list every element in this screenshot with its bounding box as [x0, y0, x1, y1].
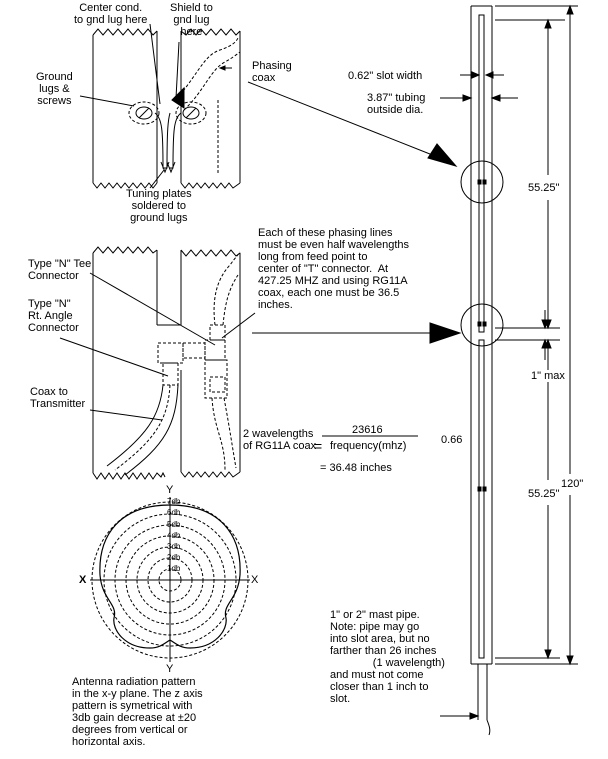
- y-axis-top-label: Y: [166, 484, 174, 496]
- ring-label-3: 3db: [167, 542, 181, 551]
- tee-connector-detail: [59, 246, 256, 480]
- phasing-coax-label: Phasing coax: [252, 60, 292, 84]
- ring-label-2: 2db: [167, 553, 181, 562]
- tubing-label: 3.87" tubing outside dia.: [367, 92, 426, 116]
- ring-label-4: 4db: [167, 531, 181, 540]
- total-length-label: 120": [561, 478, 584, 490]
- formula-factor: 0.66: [441, 434, 463, 446]
- mast-note: 1" or 2" mast pipe. Note: pipe may go in…: [330, 609, 445, 705]
- pattern-caption: Antenna radiation pattern in the x-y pla…: [72, 676, 203, 748]
- ground-lugs-label: Ground lugs & screws: [36, 71, 73, 107]
- formula-denominator: frequency(mhz): [330, 440, 407, 452]
- formula-lhs: 2 wavelengths of RG11A coax: [243, 428, 317, 452]
- y-axis-bottom-label: Y: [166, 663, 174, 675]
- slot-width-label: 0.62" slot width: [348, 70, 423, 82]
- center-conductor-label: Center cond. to gnd lug here: [74, 2, 148, 26]
- x-axis-left-label: X: [79, 574, 87, 586]
- ring-label-7: 7db: [167, 497, 181, 506]
- shield-label: Shield to gnd lug here: [170, 2, 213, 38]
- tuning-plates-label: Tuning plates soldered to ground lugs: [126, 188, 192, 224]
- ring-label-6: 6db: [167, 508, 181, 517]
- upper-length-label: 55.25": [528, 182, 560, 194]
- slotted-antenna: [440, 4, 578, 736]
- equals-sign: =: [314, 438, 323, 454]
- phasing-note: Each of these phasing lines must be even…: [258, 227, 410, 311]
- x-axis-right-label: X: [251, 574, 259, 586]
- ring-label-1: 1db: [167, 564, 181, 573]
- formula-numerator: 23616: [352, 424, 383, 436]
- feed-point-detail: [79, 23, 241, 189]
- tee-connector-label: Type "N" Tee Connector: [28, 258, 92, 282]
- pointer-arrows: [247, 81, 462, 344]
- ring-label-5: 5db: [167, 520, 181, 529]
- radiation-pattern: [90, 497, 250, 662]
- coax-transmitter-label: Coax to Transmitter: [30, 386, 86, 410]
- formula-result: = 36.48 inches: [320, 462, 392, 474]
- lower-length-label: 55.25": [528, 488, 560, 500]
- gap-label: 1" max: [531, 370, 565, 382]
- angle-connector-label: Type "N" Rt. Angle Connector: [28, 298, 79, 334]
